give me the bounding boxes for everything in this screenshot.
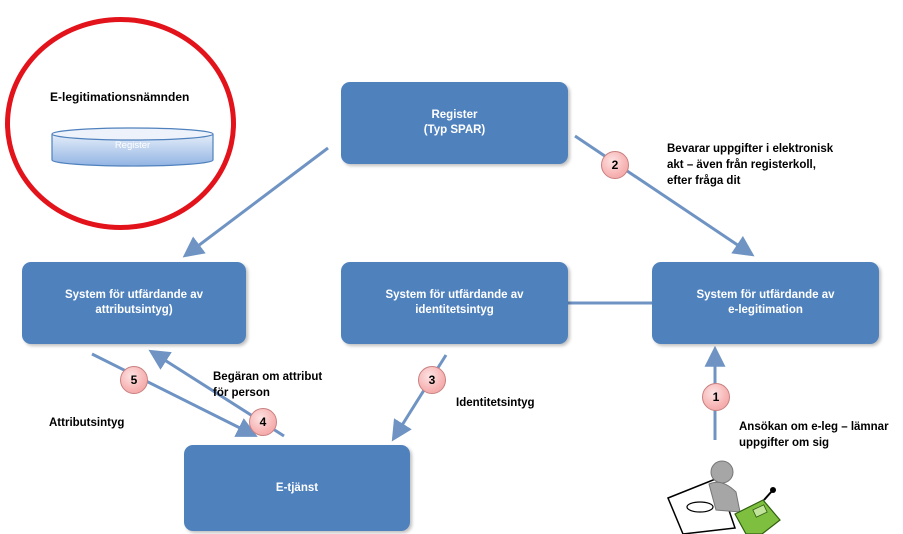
label-step4-line2: för person — [213, 387, 270, 399]
label-step1-line1: Ansökan om e-leg – lämnar — [739, 421, 889, 433]
label-step2-line3: efter fråga dit — [667, 175, 741, 187]
database-icon — [51, 127, 214, 167]
box-identitet-line1: System för utfärdande av — [385, 289, 524, 301]
step-badge-5: 5 — [120, 366, 148, 394]
label-step2-line1: Bevarar uppgifter i elektronisk — [667, 143, 834, 155]
user-clipart-icon — [667, 460, 781, 534]
label-step4-line1: Begäran om attribut — [213, 371, 323, 383]
box-register-line2: (Typ SPAR) — [423, 124, 486, 136]
box-eleg-line2: e-legitimation — [728, 304, 803, 316]
step-badge-2: 2 — [601, 151, 629, 179]
label-step1-line2: uppgifter om sig — [739, 437, 830, 449]
label-step3: Identitetsintyg — [456, 397, 535, 409]
org-circle — [5, 17, 236, 230]
step-badge-1: 1 — [702, 383, 730, 411]
label-step2-line2: akt – även från registerkoll, — [667, 159, 816, 171]
label-step4: Begäran om attribut för person — [213, 369, 322, 401]
arrow-attribut-to-etjanst — [91, 352, 258, 437]
box-eleg-line1: System för utfärdande av — [696, 289, 835, 301]
box-identitet-line2: identitetsintyg — [415, 304, 494, 316]
box-e-tjanst: E-tjänst — [184, 445, 410, 531]
box-attribut-line2: attributsintyg) — [95, 304, 173, 316]
label-step5: Attributsintyg — [49, 417, 125, 429]
step-badge-3: 3 — [418, 366, 446, 394]
box-register: Register (Typ SPAR) — [341, 82, 568, 164]
label-step2: Bevarar uppgifter i elektronisk akt – äv… — [667, 141, 833, 189]
box-register-line1: Register — [431, 109, 478, 121]
arrow-register-to-attribut — [182, 146, 329, 258]
database-label: Register — [114, 140, 151, 151]
box-identitetsintyg: System för utfärdande av identitetsintyg — [341, 262, 568, 344]
label-step1: Ansökan om e-leg – lämnar uppgifter om s… — [739, 419, 889, 451]
box-attribut-line1: System för utfärdande av — [64, 289, 204, 301]
org-title: E-legitimationsnämnden — [50, 90, 190, 104]
box-e-legitimation: System för utfärdande av e-legitimation — [652, 262, 879, 344]
box-attributsintyg: System för utfärdande av attributsintyg) — [22, 262, 246, 344]
step-badge-4: 4 — [249, 408, 277, 436]
box-etjanst-line1: E-tjänst — [275, 481, 319, 494]
